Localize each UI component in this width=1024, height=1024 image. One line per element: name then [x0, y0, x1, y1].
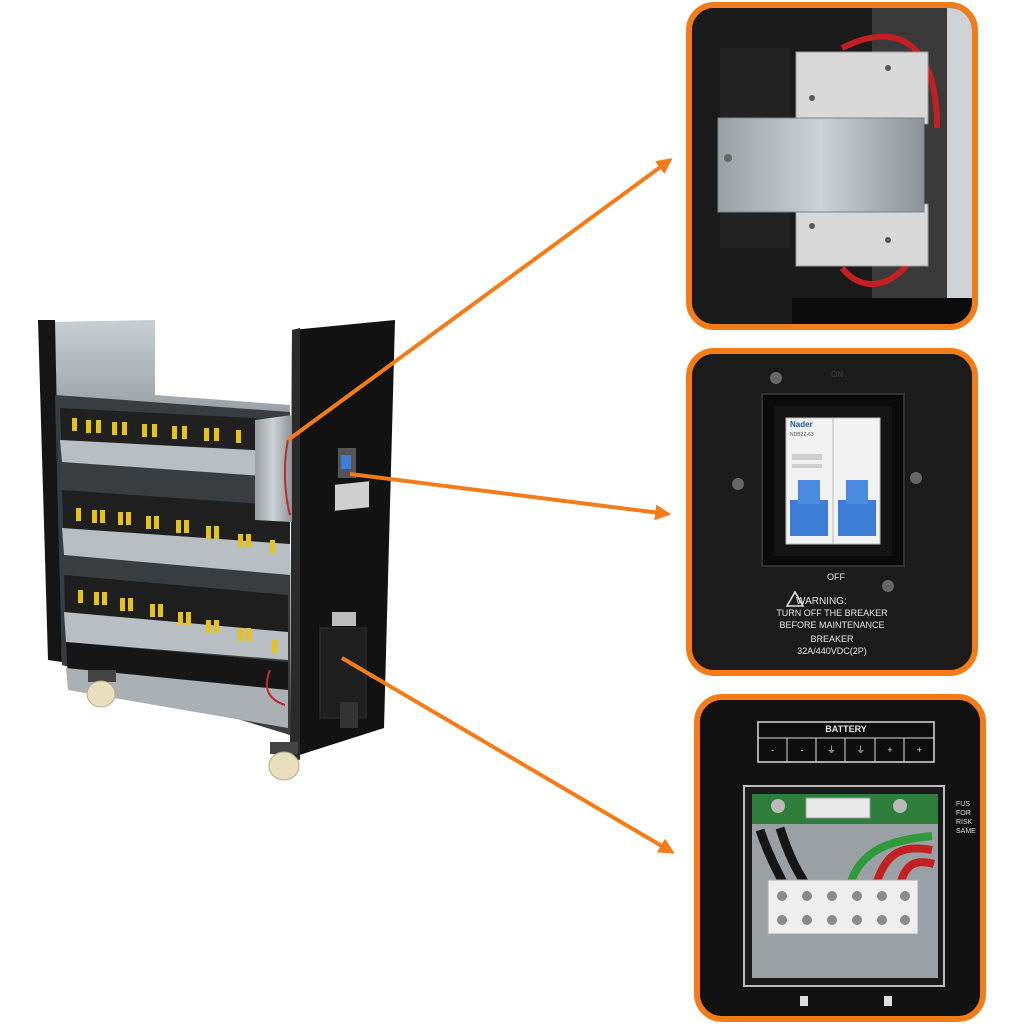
breaker-brand: Nader — [790, 420, 813, 429]
terminal-panel-photo — [700, 700, 980, 1016]
arrow-icon — [349, 472, 672, 521]
terminal-sign: + — [916, 745, 922, 755]
off-label: OFF — [827, 572, 845, 582]
terminal-sign: - — [800, 745, 804, 755]
breaker-box — [255, 415, 292, 522]
breaker-bracket-photo — [692, 8, 972, 324]
terminal-sign: ⏚ — [826, 745, 836, 755]
arrow-icon — [340, 656, 675, 854]
warning-line-1: TURN OFF THE BREAKER — [776, 608, 888, 618]
side-warning-line: RISK — [956, 819, 973, 826]
fuse — [805, 797, 871, 819]
battery-label: BATTERY — [825, 724, 867, 734]
side-warning-line: FOR — [956, 810, 971, 817]
breaker-toggle-right[interactable] — [838, 500, 876, 536]
battery-shelf-1 — [60, 408, 290, 478]
warning-icon — [785, 590, 805, 607]
arrow-icon — [286, 158, 673, 442]
battery-shelf-3 — [64, 575, 288, 660]
on-label: ON — [831, 370, 843, 379]
breaker-panel-photo — [692, 354, 972, 670]
side-warning-line: SAME — [956, 828, 976, 835]
caster-wheels — [86, 670, 358, 781]
terminal-block[interactable] — [767, 879, 919, 935]
battery-shelf-4 — [66, 642, 288, 728]
breaker-model: NDB2Z-63 — [790, 432, 814, 438]
terminal-sign: - — [771, 745, 775, 755]
callout-battery-terminals: BATTERY - - ⏚ ⏚ + + FUS FOR RISK SAME — [694, 694, 986, 1022]
battery-terminals — [72, 418, 277, 653]
terminal-sign: + — [887, 745, 893, 755]
breaker-rating: 32A/440VDC(2P) — [797, 646, 867, 656]
side-label-sticker — [335, 481, 369, 511]
warning-line-2: BEFORE MAINTENANCE — [779, 620, 885, 630]
breaker-label: BREAKER — [810, 634, 854, 644]
terminal-signs: - - ⏚ ⏚ + + — [758, 740, 934, 760]
callout-arrows — [286, 158, 675, 854]
warning-title: WARNING: — [796, 596, 847, 607]
callout-breaker-bracket — [686, 2, 978, 330]
battery-cabinet — [38, 320, 395, 781]
breaker-toggle-left[interactable] — [790, 500, 828, 536]
side-warning-text: FUS FOR RISK SAME — [956, 800, 980, 836]
cabinet-right-panel — [290, 320, 395, 758]
callout-breaker-panel: ON Nader NDB2Z-63 OFF WARNING: TURN OFF … — [686, 348, 978, 676]
terminal-sign: ⏚ — [856, 745, 866, 755]
side-warning-line: FUS — [956, 801, 970, 808]
